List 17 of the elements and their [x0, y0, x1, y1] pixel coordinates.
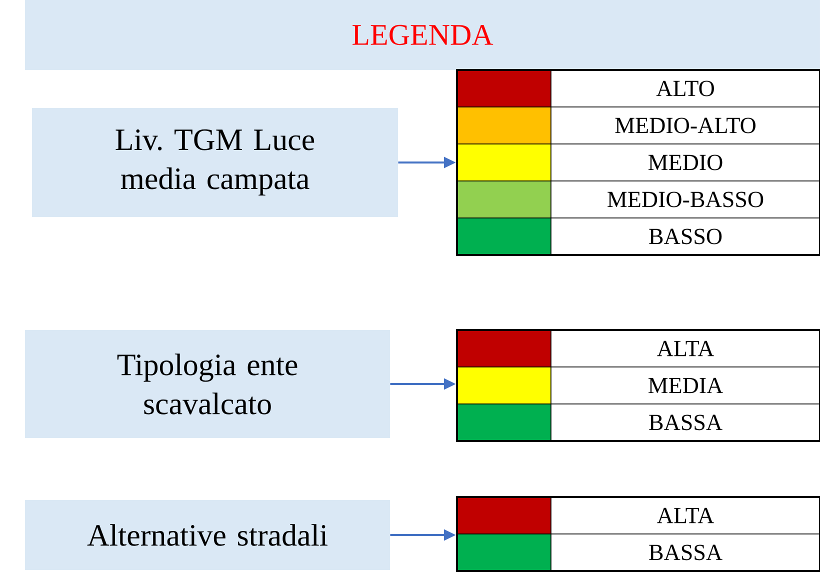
legend-label: ALTA — [550, 330, 820, 368]
legend-label: MEDIO — [550, 144, 820, 182]
legend-label: MEDIO-BASSO — [550, 180, 820, 218]
legend-label: BASSA — [550, 404, 820, 442]
legend-label: MEDIA — [550, 366, 820, 404]
legend-table — [456, 496, 820, 572]
legend-label: BASSA — [550, 534, 820, 572]
title-band: LEGENDA — [25, 0, 820, 70]
legend-table — [456, 329, 820, 442]
label-box: Tipologia ente scavalcato — [25, 330, 390, 438]
label-box: Alternative stradali — [25, 500, 390, 570]
legend-label: ALTA — [550, 496, 820, 534]
label-box: Liv. TGM Luce media campata — [32, 108, 398, 217]
legend-label: ALTO — [550, 70, 820, 108]
legend-label: MEDIO-ALTO — [550, 106, 820, 144]
legend-label: BASSO — [550, 218, 820, 256]
legend-table — [456, 69, 820, 256]
